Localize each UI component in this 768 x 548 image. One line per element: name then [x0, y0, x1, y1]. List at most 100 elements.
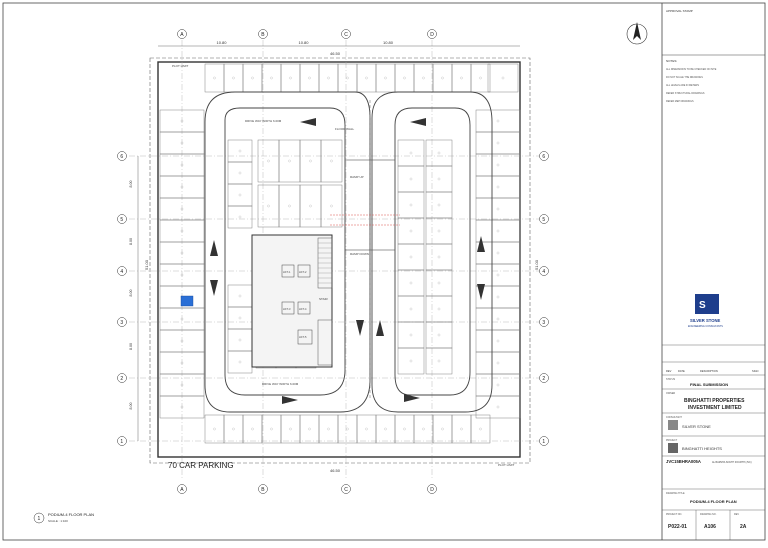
plot-limit-label-top: PLOT LIMIT [172, 64, 188, 68]
stall-marker [437, 333, 441, 337]
overall-dimension: 46.50 [330, 51, 341, 56]
parking-stall [475, 109, 521, 133]
grid-bubble [117, 373, 127, 383]
stall-marker [441, 427, 444, 431]
stall-marker [409, 281, 413, 285]
stall-marker [437, 177, 441, 181]
parking-stall [257, 139, 280, 183]
stall-marker [180, 383, 184, 387]
parking-stall [227, 350, 253, 374]
grid-bubble-label: 3 [120, 320, 123, 326]
grid-bubble-label: 5 [120, 217, 123, 223]
parking-stall [487, 63, 519, 93]
stall-marker [309, 159, 312, 163]
stair-label: STAIR [319, 297, 328, 301]
grid-bubble [539, 373, 549, 383]
dimension-value: 8.00 [129, 238, 133, 245]
grid-bubble [427, 484, 437, 494]
stall-marker [288, 159, 291, 163]
grid-bubble [117, 436, 127, 446]
stall-marker [496, 383, 500, 387]
grid-bubble-label: D [430, 32, 434, 38]
plot-limit-boundary [149, 57, 531, 464]
stall-marker [327, 76, 330, 80]
grid-bubble [117, 151, 127, 161]
parking-stall [475, 263, 521, 287]
stall-marker [479, 76, 482, 80]
svg-text:DATE: DATE [678, 369, 685, 373]
stall-marker [180, 163, 184, 167]
stall-marker [365, 76, 368, 80]
parking-stall [204, 63, 225, 93]
parking-stall [375, 414, 396, 444]
grid-bubble-label: 2 [120, 376, 123, 382]
project-label: PROJECT [666, 439, 678, 442]
stall-marker [384, 76, 387, 80]
stall-marker [346, 76, 349, 80]
stall-marker [496, 141, 500, 145]
stall-marker [496, 229, 500, 233]
stall-marker [289, 427, 292, 431]
stall-marker [213, 427, 216, 431]
stall-marker [403, 76, 406, 80]
parking-stall [397, 191, 425, 219]
driveway-right-outer [371, 91, 493, 413]
stall-marker [232, 427, 235, 431]
stall-marker [460, 427, 463, 431]
parking-stall [242, 414, 263, 444]
stall-marker [460, 76, 463, 80]
plot-number: JVC15BHRA005A [666, 459, 701, 464]
parking-stall [413, 63, 434, 93]
stall-marker [238, 193, 242, 197]
parking-stall [394, 63, 415, 93]
parking-stall [299, 139, 322, 183]
stall-marker [496, 119, 500, 123]
grid-bubble-label: B [261, 32, 265, 38]
stall-marker [409, 151, 413, 155]
stall-marker [409, 203, 413, 207]
stair-core-2 [317, 319, 333, 366]
dimension-value: 10.80 [299, 40, 310, 45]
grid-bubble [117, 214, 127, 224]
stall-marker [496, 251, 500, 255]
plan-scale: SCALE : 1:100 [48, 519, 68, 523]
stall-marker [267, 204, 270, 208]
driveway-label-bottom: DRIVE WAY WIDTH 6.00M [262, 382, 299, 386]
grid-bubble [117, 266, 127, 276]
stall-marker [496, 273, 500, 277]
stall-marker [327, 427, 330, 431]
stall-marker [422, 76, 425, 80]
parking-stall [318, 414, 339, 444]
drawing-title-label: DRAWING TITLE [666, 492, 685, 495]
stall-marker [403, 427, 406, 431]
owner-line-1: BINGHATTI PROPERTIES [684, 398, 745, 404]
parking-stall [475, 219, 521, 243]
svg-text:ALL LEVELS ARE IN METERS: ALL LEVELS ARE IN METERS [666, 84, 699, 87]
parking-stall [320, 139, 343, 183]
logo-text: SILVER STONE [690, 318, 721, 323]
stall-marker [238, 294, 242, 298]
dimension-value: 10.80 [217, 40, 228, 45]
parking-stall [413, 414, 434, 444]
parking-stall [375, 63, 396, 93]
stall-marker [496, 361, 500, 365]
grid-bubble-label: 1 [542, 439, 545, 445]
sheet-border [2, 2, 766, 541]
stall-marker [270, 427, 273, 431]
stall-marker [441, 76, 444, 80]
parking-stall [425, 165, 453, 193]
stall-marker [409, 177, 413, 181]
grid-bubble-label: A [180, 32, 184, 38]
lift-label-2: LIFT-2 [299, 270, 307, 274]
stall-marker [437, 203, 441, 207]
parking-stall [337, 63, 358, 93]
stall-marker [365, 427, 368, 431]
parking-stall [475, 131, 521, 155]
parking-stall [227, 183, 253, 207]
stall-marker [496, 163, 500, 167]
parking-stalls [159, 63, 521, 444]
parking-stall [280, 63, 301, 93]
owner-line-2: INVESTMENT LIMITED [688, 405, 742, 411]
